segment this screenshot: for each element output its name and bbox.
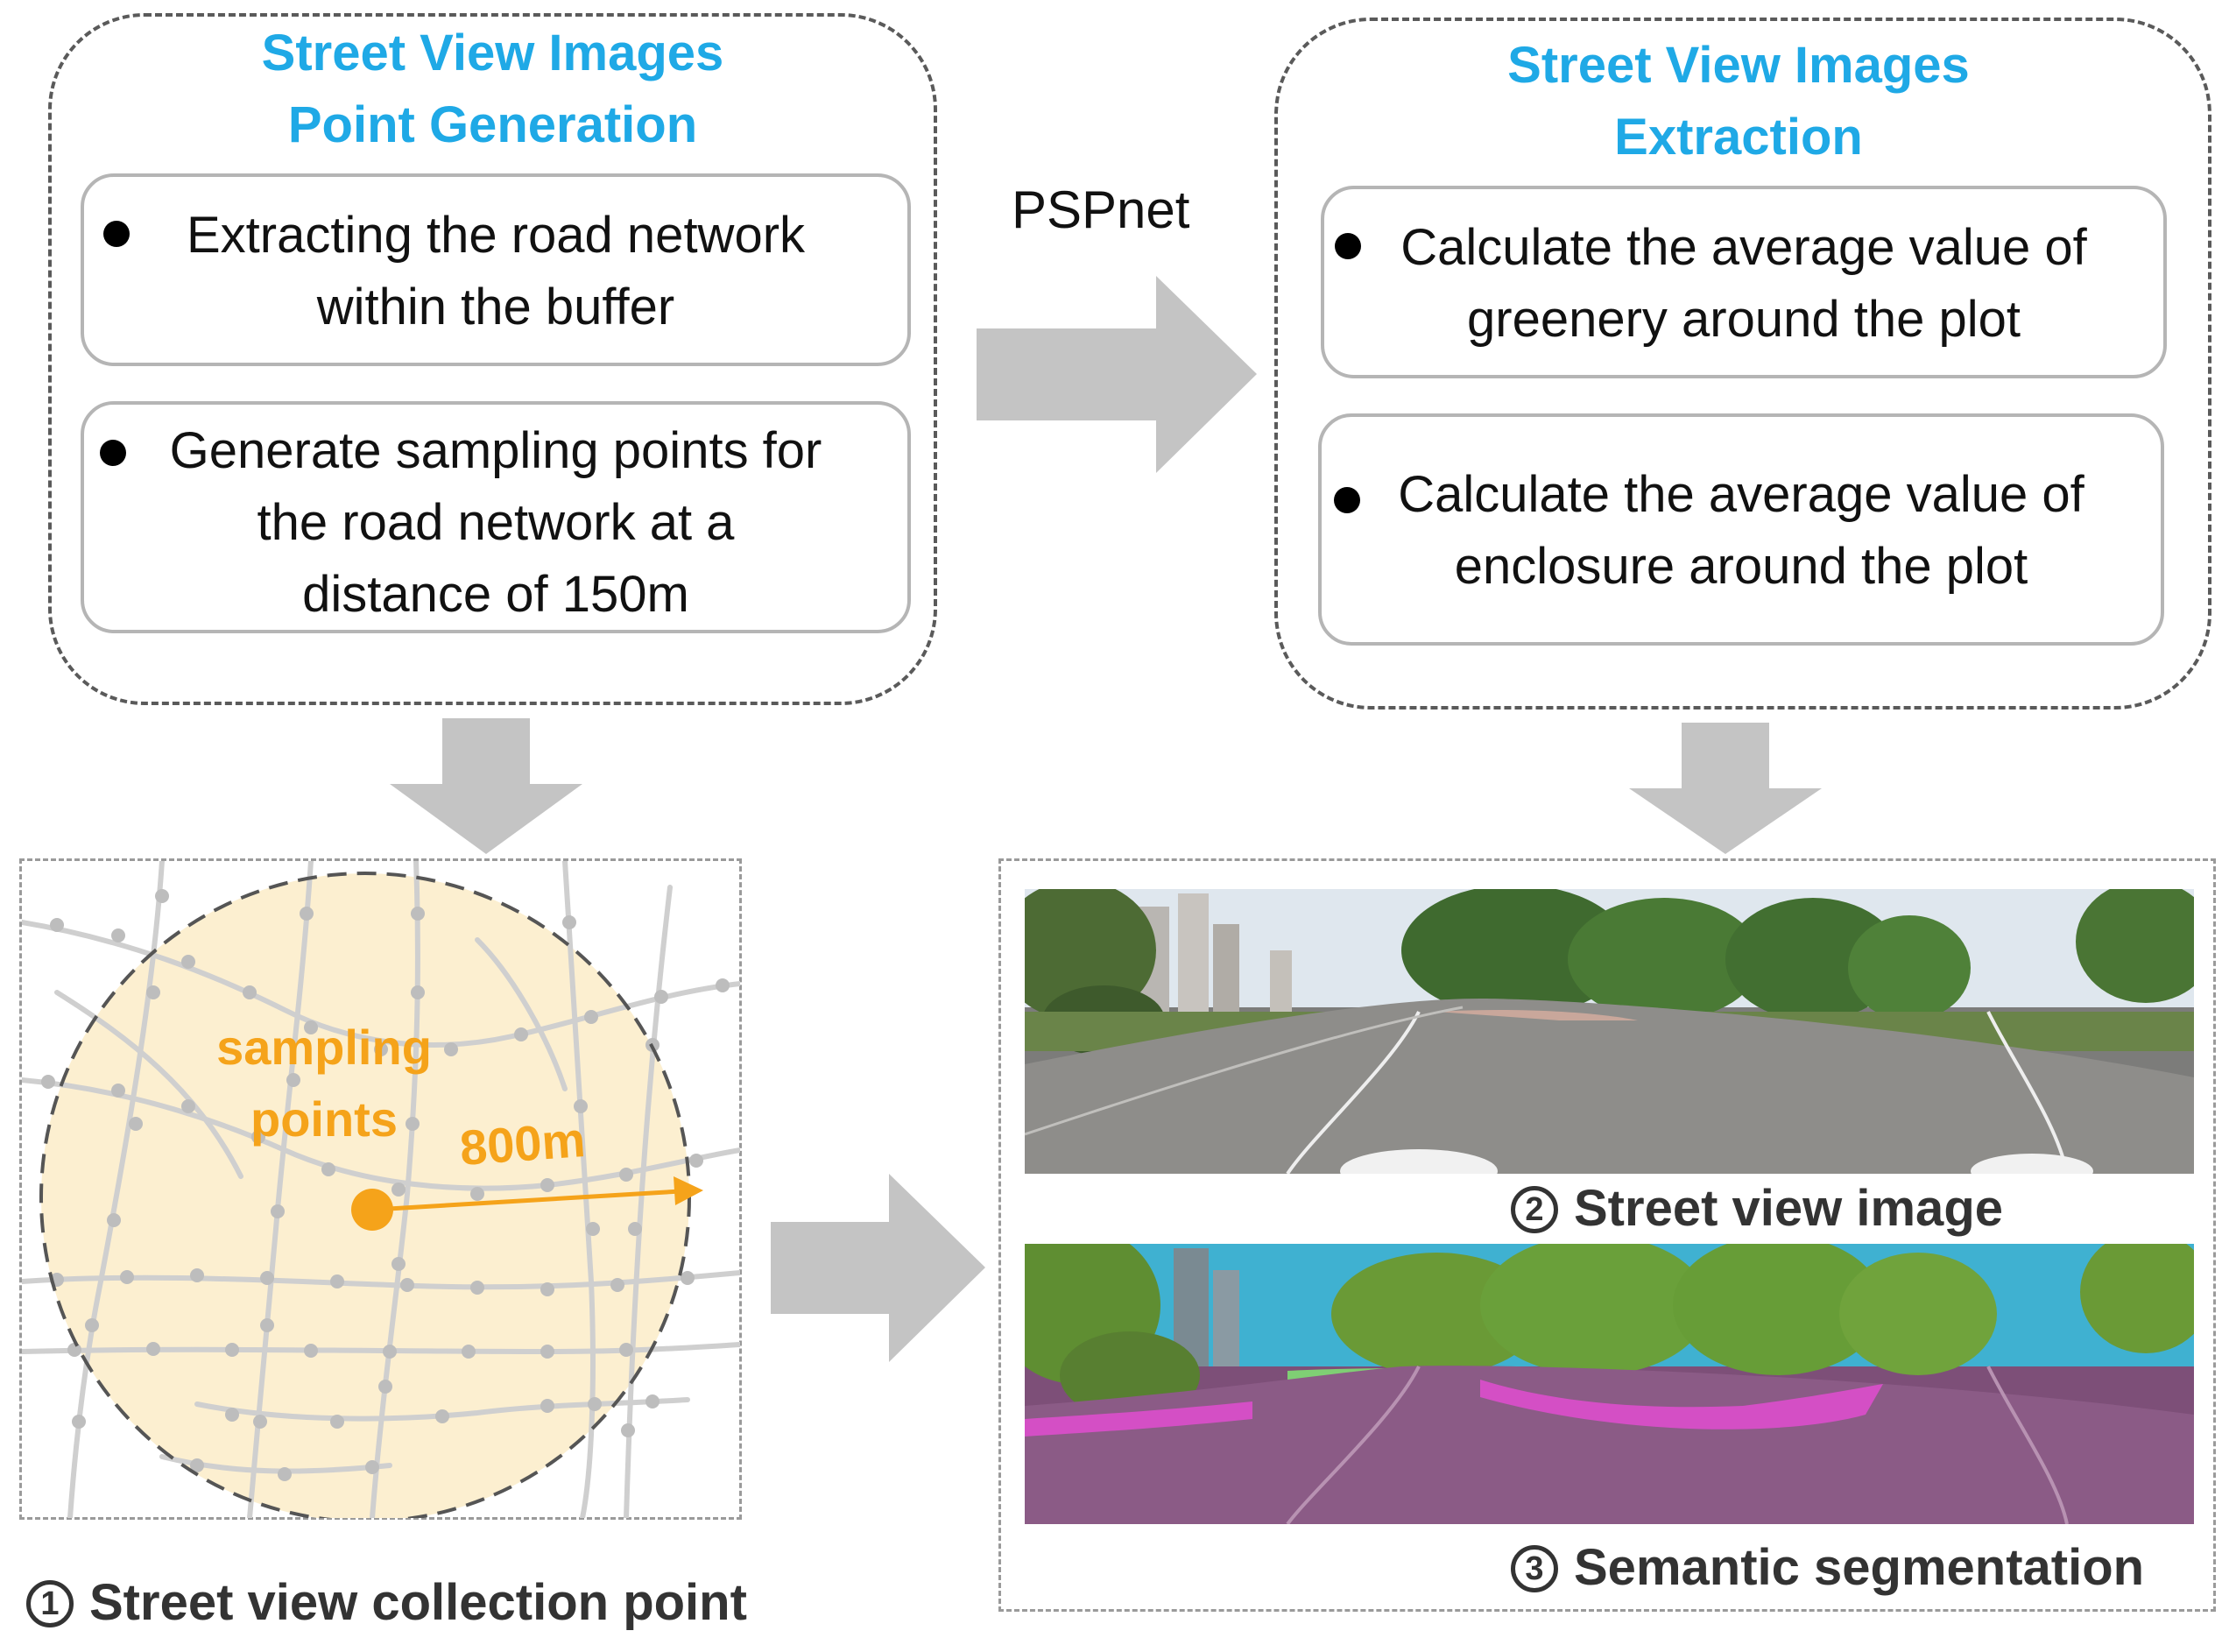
caption-collection-point: 1 Street view collection point — [26, 1572, 747, 1634]
right-arrow-icon — [771, 1174, 985, 1362]
item-text: Calculate the average value of greenery … — [1324, 212, 2163, 356]
point-generation-title: Street View Images Point Generation — [48, 18, 937, 161]
item-line: the road network at a — [257, 494, 735, 551]
caption-text: Street view collection point — [89, 1574, 747, 1631]
item-text: Generate sampling points for the road ne… — [84, 415, 907, 631]
road-network-map — [22, 861, 740, 1518]
point-generation-panel — [48, 13, 937, 705]
caption-text: Semantic segmentation — [1574, 1539, 2145, 1596]
greenery-box: Calculate the average value of greenery … — [1321, 186, 2167, 378]
item-text: Calculate the average value of enclosure… — [1322, 459, 2161, 603]
bullet-icon — [1334, 487, 1360, 513]
item-line: Extracting the road network — [186, 207, 806, 264]
sampling-points-label: sampling points — [197, 1012, 451, 1155]
caption-semantic-segmentation: 3 Semantic segmentation — [1511, 1537, 2144, 1599]
circled-number-1: 1 — [26, 1580, 74, 1627]
item-line: greenery around the plot — [1467, 291, 2021, 348]
map-frame — [19, 858, 742, 1520]
item-line: distance of 150m — [302, 566, 689, 623]
label-line: sampling — [216, 1020, 432, 1075]
title-line: Street View Images — [1507, 37, 1970, 94]
item-line: Calculate the average value of — [1400, 219, 2087, 276]
enclosure-box: Calculate the average value of enclosure… — [1318, 413, 2164, 646]
circled-number-2: 2 — [1511, 1186, 1558, 1233]
semantic-segmentation-image — [1025, 1244, 2194, 1524]
label-line: points — [250, 1091, 398, 1147]
title-line: Point Generation — [287, 96, 698, 153]
item-line: within the buffer — [316, 279, 675, 335]
extract-road-network-box: Extracting the road network within the b… — [81, 173, 911, 366]
item-line: Calculate the average value of — [1398, 466, 2084, 523]
item-line: enclosure around the plot — [1454, 538, 2028, 595]
radius-label: 800m — [457, 1112, 588, 1175]
street-view-image — [1025, 889, 2194, 1174]
bullet-icon — [100, 440, 126, 466]
caption-text: Street view image — [1574, 1180, 2003, 1237]
extraction-title: Street View Images Extraction — [1274, 30, 2203, 173]
right-arrow-icon — [977, 276, 1257, 473]
item-line: Generate sampling points for — [169, 422, 822, 479]
extraction-panel — [1274, 18, 2211, 710]
down-arrow-icon — [390, 718, 582, 854]
image-frame — [998, 858, 2216, 1612]
circled-number-3: 3 — [1511, 1545, 1558, 1592]
caption-street-view-image: 2 Street view image — [1511, 1178, 2003, 1239]
bullet-icon — [103, 221, 130, 247]
title-line: Street View Images — [261, 25, 724, 81]
pspnet-label: PSPnet — [1012, 180, 1190, 239]
bullet-icon — [1335, 233, 1361, 259]
down-arrow-icon — [1629, 723, 1822, 854]
generate-sampling-points-box: Generate sampling points for the road ne… — [81, 401, 911, 633]
title-line: Extraction — [1614, 109, 1863, 166]
item-text: Extracting the road network within the b… — [84, 200, 907, 343]
